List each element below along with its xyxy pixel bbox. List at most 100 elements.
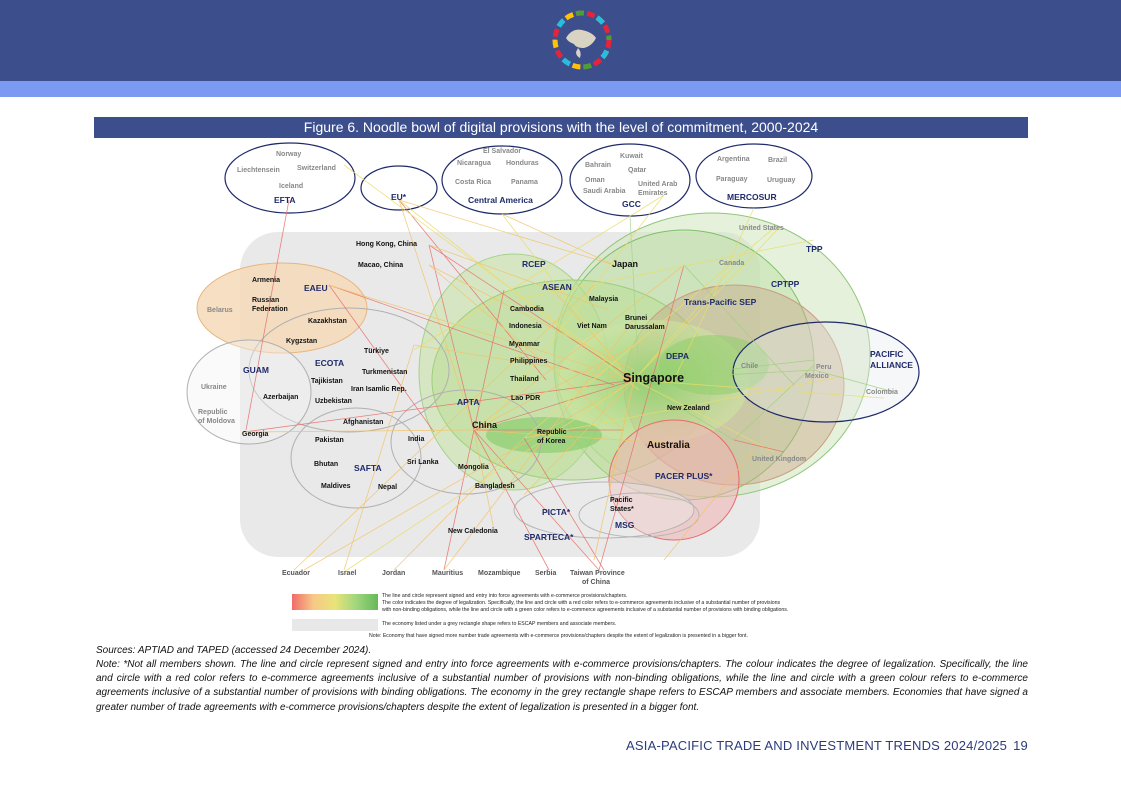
economy-colombia: Colombia xyxy=(866,389,898,396)
group-sparteca: SPARTECA* xyxy=(524,532,574,542)
economy-moldova-line2: of Moldova xyxy=(198,418,235,425)
economy-united-kingdom: United Kingdom xyxy=(752,456,806,463)
economy-philippines: Philippines xyxy=(510,358,547,365)
economy-united-states: United States xyxy=(739,225,784,232)
group-picta: PICTA* xyxy=(542,507,571,517)
economy-thailand: Thailand xyxy=(510,376,539,383)
economy-switzerland: Switzerland xyxy=(297,165,336,172)
economy-kazakhstan: Kazakhstan xyxy=(308,318,347,325)
group-trans-pacific-sep: Trans-Pacific SEP xyxy=(684,297,757,307)
economy-uzbekistan: Uzbekistan xyxy=(315,398,352,405)
economy-korea-line2: of Korea xyxy=(537,438,566,445)
economy-iran: Iran Isamlic Rep. xyxy=(351,386,407,393)
group-pacific-alliance-line2: ALLIANCE xyxy=(870,360,913,370)
economy-bhutan: Bhutan xyxy=(314,461,338,468)
economy-viet-nam: Viet Nam xyxy=(577,323,607,330)
noodle-bowl-diagram: Norway Liechtensein Switzerland Iceland … xyxy=(186,142,920,586)
economy-uae-line2: Emirates xyxy=(638,190,668,197)
economy-canada: Canada xyxy=(719,260,744,267)
economy-georgia: Georgia xyxy=(242,431,269,438)
group-msg: MSG xyxy=(615,520,635,530)
economy-ukraine: Ukraine xyxy=(201,384,227,391)
escap-globe-logo-icon xyxy=(552,10,612,70)
economy-lao: Lao PDR xyxy=(511,395,540,402)
economy-afghanistan: Afghanistan xyxy=(343,419,383,426)
economy-iceland: Iceland xyxy=(279,183,303,190)
group-efta: EFTA xyxy=(274,195,296,205)
economy-indonesia: Indonesia xyxy=(509,323,542,330)
economy-mongolia: Mongolia xyxy=(458,464,489,471)
economy-liechtenstein: Liechtensein xyxy=(237,167,280,174)
economy-qatar: Qatar xyxy=(628,167,647,174)
economy-new-caledonia: New Caledonia xyxy=(448,528,498,535)
economy-norway: Norway xyxy=(276,151,301,158)
picta-circle xyxy=(513,481,695,539)
group-mercosur: MERCOSUR xyxy=(727,192,777,202)
economy-kyrgyzstan: Kygzstan xyxy=(286,338,317,345)
economy-paraguay: Paraguay xyxy=(716,176,748,183)
msg-circle xyxy=(578,492,700,538)
economy-taiwan-line1: Taiwan Province xyxy=(570,570,625,577)
economy-taiwan-line2: of China xyxy=(582,579,610,586)
figure-title: Figure 6. Noodle bowl of digital provisi… xyxy=(94,117,1028,138)
group-eaeu: EAEU xyxy=(304,283,328,293)
group-guam: GUAM xyxy=(243,365,269,375)
economy-china: China xyxy=(472,420,498,430)
top-group-members: Norway Liechtensein Switzerland Iceland … xyxy=(198,148,898,463)
economy-israel: Israel xyxy=(338,570,356,577)
group-cptpp: CPTPP xyxy=(771,279,800,289)
group-eu: EU* xyxy=(391,192,407,202)
guam-circle xyxy=(186,339,312,445)
economy-el-salvador: El Salvador xyxy=(483,148,521,155)
legalization-gradient-legend xyxy=(292,594,378,610)
group-gcc: GCC xyxy=(622,199,641,209)
economy-armenia: Armenia xyxy=(252,277,280,284)
economy-panama: Panama xyxy=(511,179,538,186)
economy-macao: Macao, China xyxy=(358,262,403,269)
page-number: 19 xyxy=(1013,738,1028,753)
economy-costa-rica: Costa Rica xyxy=(455,179,491,186)
pacer-plus-circle xyxy=(608,419,740,541)
economy-nepal: Nepal xyxy=(378,484,397,491)
legend-grey-text: The economy listed under a grey rectangl… xyxy=(382,621,617,627)
depa-circle xyxy=(659,335,769,395)
legend-line3: with non-binding obligations, while the … xyxy=(382,607,789,613)
page-footer: ASIA-PACIFIC TRADE AND INVESTMENT TRENDS… xyxy=(620,738,1028,753)
economy-jordan: Jordan xyxy=(382,570,405,577)
economy-turkmenistan: Turkmenistan xyxy=(362,369,407,376)
economy-mozambique: Mozambique xyxy=(478,570,520,577)
economy-russia-line2: Federation xyxy=(252,306,288,313)
legend-note: Note: Economy that have signed more numb… xyxy=(369,633,748,639)
group-depa: DEPA xyxy=(666,351,689,361)
eaeu-circle xyxy=(196,262,368,354)
outside-economies: Ecuador Israel Jordan Mauritius Mozambiq… xyxy=(282,570,625,586)
economy-saudi-arabia: Saudi Arabia xyxy=(583,188,626,195)
economy-mexico: Mexico xyxy=(805,373,829,380)
group-pacer-plus: PACER PLUS* xyxy=(655,471,713,481)
economy-argentina: Argentina xyxy=(717,156,750,163)
economy-serbia: Serbia xyxy=(535,570,557,577)
economy-nicaragua: Nicaragua xyxy=(457,160,491,167)
economy-tajikistan: Tajikistan xyxy=(311,378,343,385)
economy-oman: Oman xyxy=(585,177,605,184)
group-tpp: TPP xyxy=(806,244,823,254)
ecota-circle xyxy=(248,307,450,433)
group-pacific-alliance-line1: PACIFIC xyxy=(870,349,903,359)
economy-japan: Japan xyxy=(612,259,638,269)
sources-text: Sources: APTIAD and TAPED (accessed 24 D… xyxy=(96,645,372,656)
eu-circle xyxy=(360,165,438,211)
economy-belarus: Belarus xyxy=(207,307,233,314)
economy-turkiye: Türkiye xyxy=(364,348,389,355)
footer-title: ASIA-PACIFIC TRADE AND INVESTMENT TRENDS… xyxy=(626,738,1008,753)
economy-ecuador: Ecuador xyxy=(282,570,310,577)
agreement-lines xyxy=(243,164,895,573)
economy-singapore: Singapore xyxy=(623,371,684,385)
economy-moldova-line1: Republic xyxy=(198,409,228,416)
group-labels: EFTA EU* Central America GCC MERCOSUR RC… xyxy=(243,192,913,542)
legend-line1: The line and circle represent signed and… xyxy=(382,593,628,599)
group-asean: ASEAN xyxy=(542,282,572,292)
economy-myanmar: Myanmar xyxy=(509,341,540,348)
group-central-america: Central America xyxy=(468,195,533,205)
economy-cambodia: Cambodia xyxy=(510,306,544,313)
note-text: Note: *Not all members shown. The line a… xyxy=(96,659,1028,713)
